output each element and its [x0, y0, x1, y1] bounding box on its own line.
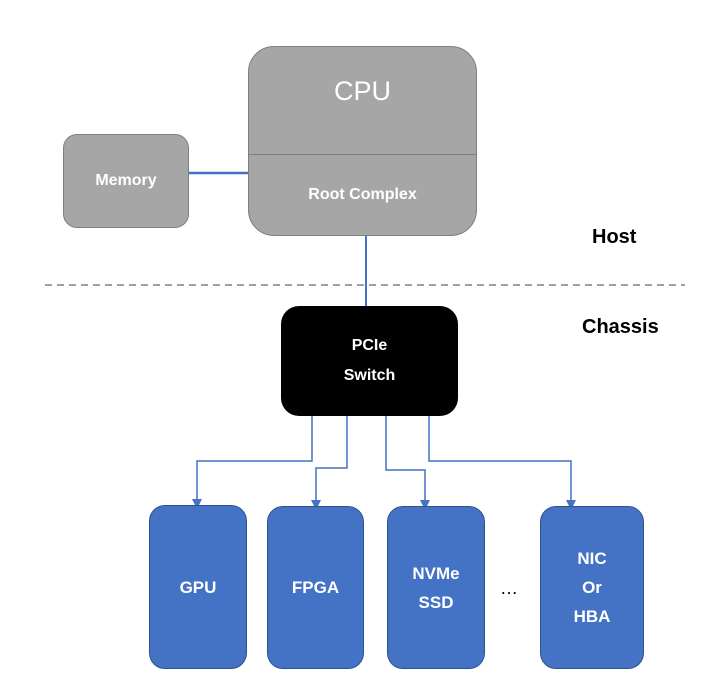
nvme-label-line2: SSD	[418, 592, 454, 612]
gpu-label: GPU	[179, 577, 217, 597]
nic-label-line1: NIC	[577, 549, 607, 568]
memory-label: Memory	[95, 172, 157, 189]
nic-label-line2: Or	[582, 578, 602, 597]
cpu-box: CPU Root Complex	[248, 46, 477, 236]
nic-label-line3: HBA	[573, 607, 611, 626]
host-label: Host	[592, 226, 637, 248]
switch-to-nvme-arrow	[385, 416, 430, 510]
memory-box: Memory	[63, 134, 189, 228]
gpu-box: GPU	[149, 505, 247, 669]
switch-to-nic-arrow	[428, 416, 576, 510]
chassis-label: Chassis	[582, 316, 659, 338]
switch-to-gpu-arrow	[192, 416, 313, 509]
cpu-label: CPU	[333, 76, 391, 106]
nvme-ssd-box: NVMe SSD	[387, 506, 485, 669]
switch-label-line2: Switch	[343, 367, 396, 384]
switch-to-fpga-arrow	[311, 416, 348, 510]
switch-label-line1: PCIe	[351, 337, 388, 354]
root-complex-label: Root Complex	[308, 186, 417, 203]
cpu-section-divider	[249, 154, 476, 155]
nic-hba-box: NIC Or HBA	[540, 506, 644, 669]
pcie-switch-box: PCIe Switch	[281, 306, 458, 416]
nvme-label-line1: NVMe	[412, 563, 460, 583]
fpga-label: FPGA	[291, 578, 340, 597]
ellipsis-label: …	[500, 578, 518, 598]
fpga-box: FPGA	[267, 506, 364, 669]
